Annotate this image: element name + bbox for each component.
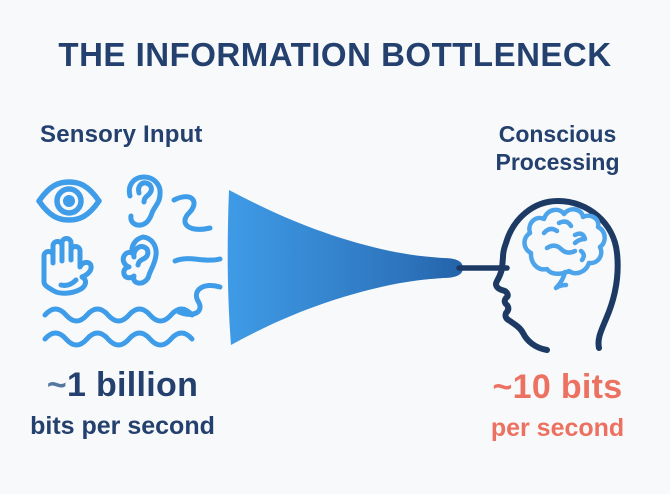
sensory-input-label: Sensory Input [40, 121, 203, 148]
sensory-wave-icon [42, 330, 195, 348]
conscious-processing-label: Conscious Processing [455, 120, 660, 176]
funnel-group [225, 185, 515, 350]
sensory-rate-unit: bits per second [30, 412, 215, 440]
page-title: THE INFORMATION BOTTLENECK [58, 36, 612, 73]
ear-icon [126, 174, 163, 228]
sensory-rate-value: ~1 billion [46, 366, 199, 404]
brain-icon [522, 207, 607, 291]
eye-icon [36, 179, 102, 223]
conscious-label-line2: Processing [495, 149, 620, 175]
conscious-label-line1: Conscious [498, 121, 617, 147]
funnel-icon [227, 190, 463, 345]
conscious-rate-unit: per second [490, 414, 625, 442]
head-group [487, 193, 627, 358]
tilde-prefix: ~ [46, 366, 67, 404]
sensory-icons-group [28, 170, 233, 355]
squiggle-flow-icon [171, 194, 213, 232]
nose-icon [120, 234, 159, 286]
conscious-rate-stat: ~10 bits per second [450, 368, 665, 443]
hand-icon [41, 236, 94, 296]
sensory-wave-icon [42, 306, 195, 324]
sensory-rate-stat: ~1 billion bits per second [10, 366, 235, 441]
conscious-rate-value: ~10 bits [492, 368, 623, 406]
head-profile-icon [493, 198, 621, 353]
squiggle-flow-icon [172, 256, 223, 264]
